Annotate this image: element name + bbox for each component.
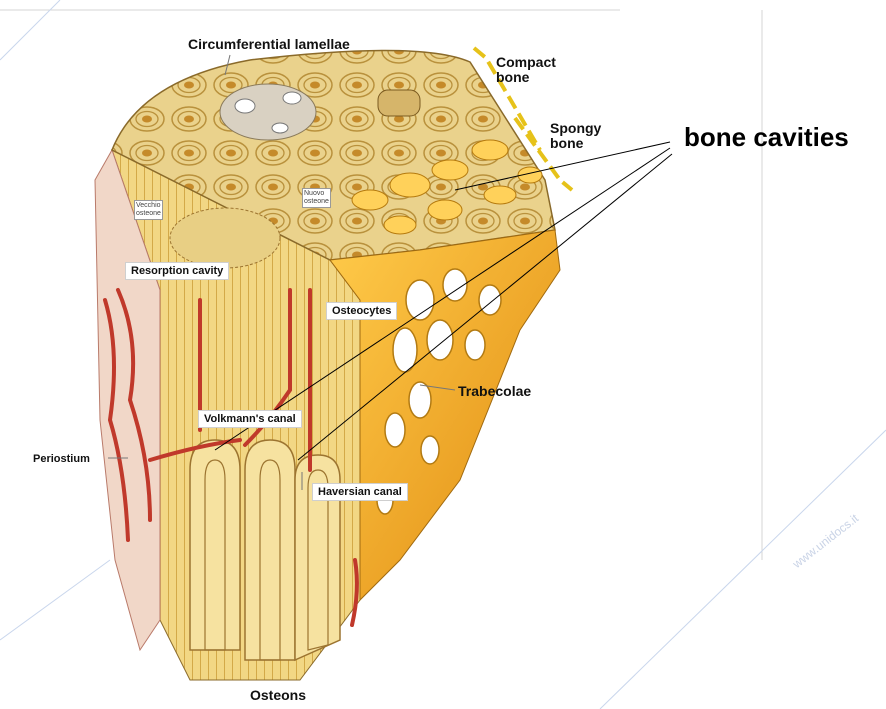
label-vecchio-osteone: Vecchio osteone <box>134 200 163 220</box>
label-bone-cavities: bone cavities <box>684 122 849 153</box>
label-spongy-bone-line2: bone <box>550 136 601 151</box>
watermark-diagonal <box>0 560 110 640</box>
label-trabecolae: Trabecolae <box>458 384 531 399</box>
cavity-hole <box>283 92 301 104</box>
osteon-columns <box>190 440 340 660</box>
resorption-cavity-site <box>170 208 280 268</box>
label-periostium: Periostium <box>33 452 90 467</box>
label-compact-bone: Compact bone <box>496 55 556 85</box>
watermark-diagonal <box>0 0 60 60</box>
label-circumferential-lamellae: Circumferential lamellae <box>188 37 350 52</box>
label-volkmanns-canal: Volkmann's canal <box>198 410 302 428</box>
label-resorption-cavity: Resorption cavity <box>125 262 229 280</box>
label-nuovo-osteone: Nuovo osteone <box>302 188 331 208</box>
label-nuovo-line2: osteone <box>304 198 329 206</box>
cavity-hole <box>235 99 255 113</box>
cavity-hole <box>272 123 288 133</box>
label-nuovo-line1: Nuovo <box>304 190 329 198</box>
osteon-plug <box>378 90 420 116</box>
label-osteocytes: Osteocytes <box>326 302 397 320</box>
label-spongy-bone: Spongy bone <box>550 121 601 151</box>
label-compact-bone-line2: bone <box>496 70 556 85</box>
label-vecchio-line2: osteone <box>136 210 161 218</box>
label-spongy-bone-line1: Spongy <box>550 121 601 136</box>
label-haversian-canal: Haversian canal <box>312 483 408 501</box>
resorption-zone <box>220 84 316 140</box>
label-vecchio-line1: Vecchio <box>136 202 161 210</box>
label-osteons: Osteons <box>250 688 306 703</box>
label-compact-bone-line1: Compact <box>496 55 556 70</box>
watermark-diagonal <box>600 430 886 709</box>
